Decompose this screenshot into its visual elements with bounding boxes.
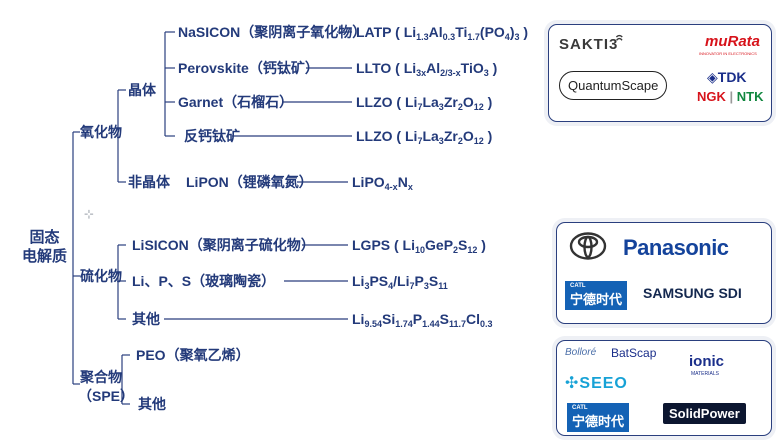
sakti3-swirl-icon: ꩰ: [623, 36, 625, 53]
quantumscape-logo: QuantumScape: [559, 71, 668, 100]
root-label: 固态 电解质: [22, 228, 67, 266]
material-lps-glass-ceramic: Li、P、S（玻璃陶瓷）: [132, 273, 276, 289]
solid-power-logo: SolidPower: [663, 403, 746, 424]
material-garnet: Garnet（石榴石）: [178, 94, 294, 110]
formula-lipon: LiPO4-xNx: [352, 174, 413, 192]
ionic-materials-logo: ionic: [689, 353, 725, 370]
seeo-wordmark: SEEO: [579, 375, 628, 392]
material-anti-perovskite: 反钙钛矿: [184, 128, 240, 144]
subcategory-crystalline: 晶体: [128, 82, 156, 98]
panasonic-logo: Panasonic: [623, 235, 729, 260]
subcategory-amorphous: 非晶体: [128, 174, 170, 190]
root-label-line2: 电解质: [22, 248, 68, 265]
catl-logo-small: CATL: [570, 283, 586, 289]
polymer-companies-panel: Bolloré BatScap ionic MATERIALS ✣SEEO CA…: [556, 340, 772, 436]
catl-logo-chinese: 宁德时代: [570, 292, 623, 307]
murata-logo: muRata: [705, 33, 761, 50]
material-nasicon: NaSICON（聚阴离子氧化物）: [178, 24, 367, 40]
formula-llto: LLTO ( Li3xAl2/3-xTiO3 ): [356, 60, 498, 78]
classification-tree-lines: [72, 31, 352, 405]
root-label-line1: 固态: [29, 229, 60, 246]
ntk-wordmark: NTK: [736, 89, 764, 104]
formula-lgps: LGPS ( Li10GeP2S12 ): [352, 237, 486, 255]
formula-llzo-anti-perovskite: LLZO ( Li7La3Zr2O12 ): [356, 128, 493, 146]
subcategory-sulfide-other: 其他: [132, 311, 160, 327]
ionic-materials-subtitle: MATERIALS: [691, 371, 719, 377]
category-polymer-abbrev: （SPE）: [78, 388, 135, 404]
toyota-logo-icon: [569, 232, 607, 260]
sakti3-wordmark: SAKTI3: [559, 36, 619, 53]
sakti3-logo: SAKTI3 ꩰ: [559, 35, 625, 57]
batscap-logo: BatScap: [611, 346, 657, 360]
catl-logo: CATL 宁德时代: [565, 281, 628, 310]
seeo-logo: ✣SEEO: [565, 373, 628, 393]
ngk-wordmark: NGK: [697, 89, 726, 104]
tdk-logo: ◈TDK: [707, 69, 747, 85]
oxide-companies-panel: SAKTI3 ꩰ muRata INNOVATOR IN ELECTRONICS…: [548, 24, 772, 122]
samsung-sdi-logo: SAMSUNG SDI: [643, 285, 742, 301]
subcategory-polymer-other: 其他: [138, 396, 166, 412]
material-lipon: LiPON（锂磷氧氮）: [186, 174, 313, 190]
formula-latp: LATP ( Li1.3Al0.3Ti1.7(PO4)3 ): [356, 24, 529, 42]
formula-lps: Li3PS4/Li7P3S11: [352, 273, 448, 291]
category-sulfide: 硫化物: [80, 268, 122, 284]
catl-logo-small-polymer: CATL: [572, 405, 588, 411]
catl-logo-chinese-polymer: 宁德时代: [572, 414, 625, 429]
sulfide-companies-panel: Panasonic CATL 宁德时代 SAMSUNG SDI: [556, 222, 772, 324]
material-peo: PEO（聚氧乙烯）: [136, 347, 250, 363]
material-perovskite: Perovskite（钙钛矿）: [178, 60, 319, 76]
murata-tagline: INNOVATOR IN ELECTRONICS: [699, 51, 757, 56]
category-polymer: 聚合物: [80, 369, 122, 385]
material-lisicon: LiSICON（聚阴离子硫化物）: [132, 237, 315, 253]
seeo-mark-icon: ✣: [565, 375, 580, 392]
ngk-ntk-logo: NGK | NTK: [697, 89, 764, 104]
catl-logo-polymer: CATL 宁德时代: [567, 403, 630, 432]
bollore-logo: Bolloré: [565, 347, 597, 358]
formula-llzo-garnet: LLZO ( Li7La3Zr2O12 ): [356, 94, 493, 112]
category-oxide: 氧化物: [80, 124, 122, 140]
formula-lsps: Li9.54Si1.74P1.44S11.7Cl0.3: [352, 311, 493, 329]
crosshair-icon: ⊹: [84, 207, 95, 221]
